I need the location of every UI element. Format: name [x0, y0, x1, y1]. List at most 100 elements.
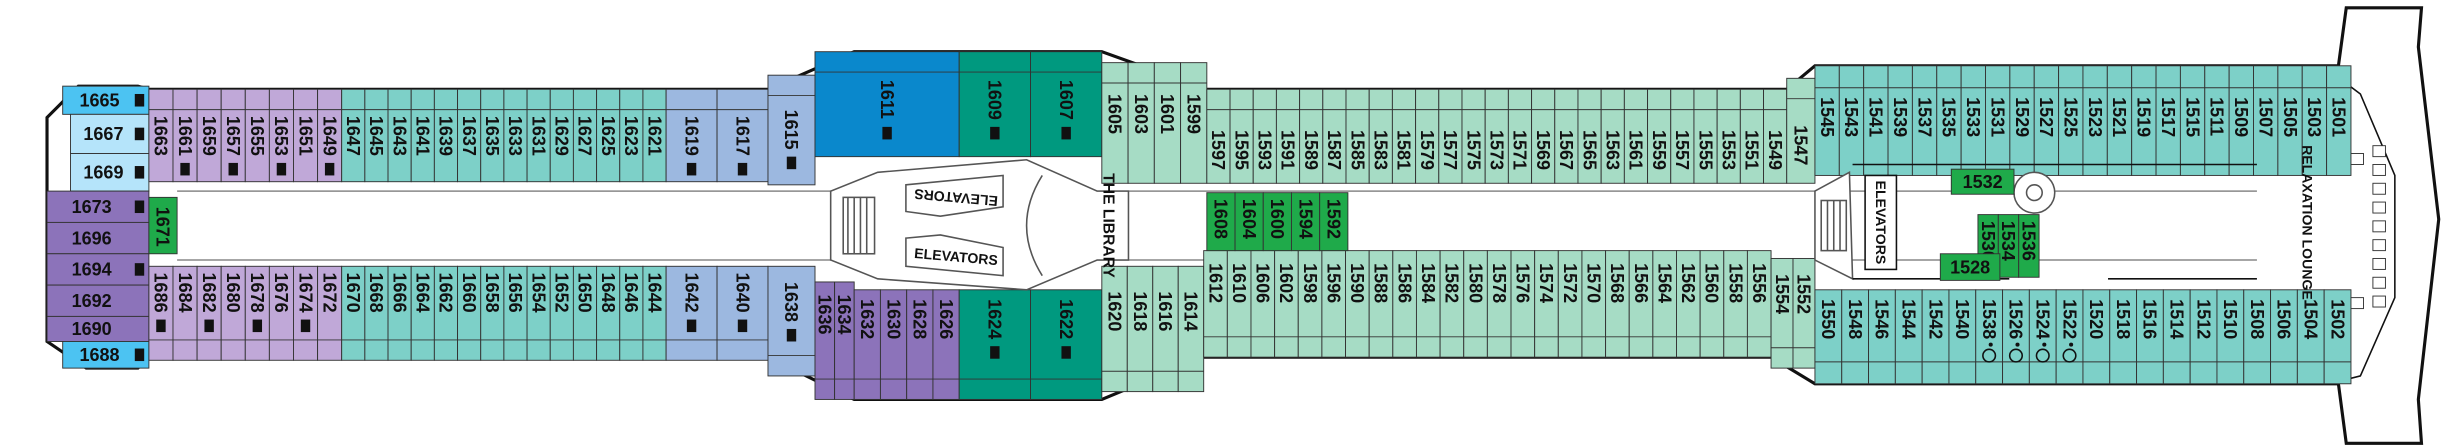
cabin-1688[interactable]: 1688 — [62, 341, 150, 369]
cabin-1504[interactable]: 1504 — [2296, 289, 2325, 385]
cabin-1637[interactable]: 1637 — [457, 88, 482, 183]
cabin-1517[interactable]: 1517 — [2155, 65, 2181, 176]
cabin-1521[interactable]: 1521 — [2106, 65, 2133, 176]
cabin-1655[interactable]: 1655 — [244, 88, 270, 183]
cabin-1651[interactable]: 1651 — [293, 88, 319, 183]
cabin-1626[interactable]: 1626 — [932, 289, 960, 400]
cabin-1672[interactable]: 1672 — [317, 265, 343, 361]
cabin-1577[interactable]: 1577 — [1438, 88, 1463, 184]
cabin-1656[interactable]: 1656 — [503, 265, 528, 361]
cabin-1632[interactable]: 1632 — [853, 289, 881, 400]
cabin-1575[interactable]: 1575 — [1461, 88, 1486, 184]
cabin-1585[interactable]: 1585 — [1345, 88, 1370, 184]
cabin-1502[interactable]: 1502 — [2323, 289, 2352, 385]
cabin-1645[interactable]: 1645 — [364, 88, 389, 183]
cabin-1560[interactable]: 1560 — [1699, 250, 1725, 358]
cabin-1635[interactable]: 1635 — [480, 88, 505, 183]
cabin-1538[interactable]: 1538 — [1975, 289, 2004, 385]
cabin-1506[interactable]: 1506 — [2270, 289, 2298, 385]
cabin-1598[interactable]: 1598 — [1297, 250, 1323, 358]
cabin-1501[interactable]: 1501 — [2326, 65, 2352, 176]
cabin-1567[interactable]: 1567 — [1554, 88, 1579, 184]
cabin-1520[interactable]: 1520 — [2082, 289, 2111, 385]
cabin-1634[interactable]: 1634 — [834, 281, 855, 400]
cabin-1649[interactable]: 1649 — [317, 88, 343, 183]
cabin-1593[interactable]: 1593 — [1252, 88, 1277, 184]
cabin-1533[interactable]: 1533 — [1960, 65, 1986, 176]
cabin-1590[interactable]: 1590 — [1345, 250, 1370, 358]
cabin-1630[interactable]: 1630 — [879, 289, 908, 400]
cabin-1673[interactable]: 1673 — [46, 190, 150, 223]
cabin-1582[interactable]: 1582 — [1439, 250, 1465, 358]
cabin-1644[interactable]: 1644 — [642, 265, 667, 361]
cabin-1516[interactable]: 1516 — [2136, 289, 2164, 385]
cabin-1648[interactable]: 1648 — [596, 265, 621, 361]
cabin-1556[interactable]: 1556 — [1746, 250, 1772, 358]
cabin-1579[interactable]: 1579 — [1415, 88, 1440, 184]
cabin-1562[interactable]: 1562 — [1676, 250, 1701, 358]
cabin-1578[interactable]: 1578 — [1486, 250, 1512, 358]
cabin-1552[interactable]: 1552 — [1792, 257, 1816, 369]
cabin-1569[interactable]: 1569 — [1531, 88, 1556, 184]
cabin-1539[interactable]: 1539 — [1887, 65, 1913, 176]
cabin-1507[interactable]: 1507 — [2253, 65, 2279, 176]
cabin-1640[interactable]: 1640 — [716, 265, 769, 361]
cabin-1660[interactable]: 1660 — [457, 265, 482, 361]
cabin-1676[interactable]: 1676 — [268, 265, 294, 361]
cabin-1671[interactable]: 1671 — [148, 196, 178, 255]
cabin-1610[interactable]: 1610 — [1226, 250, 1252, 358]
cabin-1600[interactable]: 1600 — [1262, 192, 1292, 252]
cabin-1542[interactable]: 1542 — [1921, 289, 1950, 385]
cabin-1621[interactable]: 1621 — [642, 88, 667, 183]
cabin-1523[interactable]: 1523 — [2082, 65, 2108, 176]
cabin-1561[interactable]: 1561 — [1623, 88, 1649, 184]
cabin-1527[interactable]: 1527 — [2033, 65, 2060, 176]
cabin-1515[interactable]: 1515 — [2179, 65, 2206, 176]
cabin-1549[interactable]: 1549 — [1763, 88, 1788, 184]
cabin-1682[interactable]: 1682 — [196, 265, 222, 361]
cabin-1511[interactable]: 1511 — [2204, 65, 2230, 176]
cabin-1553[interactable]: 1553 — [1716, 88, 1741, 184]
cabin-1662[interactable]: 1662 — [433, 265, 459, 361]
cabin-1586[interactable]: 1586 — [1392, 250, 1417, 358]
cabin-1574[interactable]: 1574 — [1534, 250, 1559, 358]
cabin-1536[interactable]: 1536 — [2018, 214, 2040, 278]
cabin-1595[interactable]: 1595 — [1229, 88, 1254, 184]
cabin-1525[interactable]: 1525 — [2058, 65, 2084, 176]
cabin-1669[interactable]: 1669 — [70, 153, 150, 192]
cabin-1558[interactable]: 1558 — [1723, 250, 1748, 358]
cabin-1589[interactable]: 1589 — [1299, 88, 1324, 184]
cabin-1619[interactable]: 1619 — [665, 88, 718, 183]
cabin-1599[interactable]: 1599 — [1180, 62, 1208, 184]
cabin-1642[interactable]: 1642 — [665, 265, 718, 361]
cabin-1680[interactable]: 1680 — [220, 265, 246, 361]
cabin-1559[interactable]: 1559 — [1647, 88, 1672, 184]
cabin-1603[interactable]: 1603 — [1127, 62, 1155, 184]
cabin-1615[interactable]: 1615 — [767, 74, 816, 186]
cabin-1624[interactable]: 1624 — [958, 289, 1031, 400]
cabin-1638[interactable]: 1638 — [767, 265, 816, 377]
cabin-1540[interactable]: 1540 — [1948, 289, 1977, 385]
cabin-1625[interactable]: 1625 — [596, 88, 621, 183]
cabin-1550[interactable]: 1550 — [1814, 289, 1843, 385]
cabin-1591[interactable]: 1591 — [1275, 88, 1301, 184]
cabin-1588[interactable]: 1588 — [1368, 250, 1394, 358]
cabin-1612[interactable]: 1612 — [1203, 250, 1228, 358]
cabin-1678[interactable]: 1678 — [244, 265, 270, 361]
cabin-1570[interactable]: 1570 — [1581, 250, 1607, 358]
cabin-1555[interactable]: 1555 — [1693, 88, 1718, 184]
cabin-1537[interactable]: 1537 — [1911, 65, 1938, 176]
cabin-1505[interactable]: 1505 — [2277, 65, 2303, 176]
cabin-1604[interactable]: 1604 — [1234, 192, 1264, 252]
cabin-1566[interactable]: 1566 — [1628, 250, 1654, 358]
cabin-1646[interactable]: 1646 — [619, 265, 644, 361]
cabin-1665[interactable]: 1665 — [62, 85, 150, 115]
cabin-1617[interactable]: 1617 — [716, 88, 769, 183]
cabin-1601[interactable]: 1601 — [1153, 62, 1182, 184]
cabin-1690[interactable]: 1690 — [46, 315, 150, 342]
cabin-1545[interactable]: 1545 — [1814, 65, 1840, 176]
cabin-1670[interactable]: 1670 — [341, 265, 366, 361]
cabin-1524[interactable]: 1524 — [2028, 289, 2057, 385]
cabin-1694[interactable]: 1694 — [46, 253, 150, 286]
cabin-1592[interactable]: 1592 — [1319, 192, 1349, 252]
